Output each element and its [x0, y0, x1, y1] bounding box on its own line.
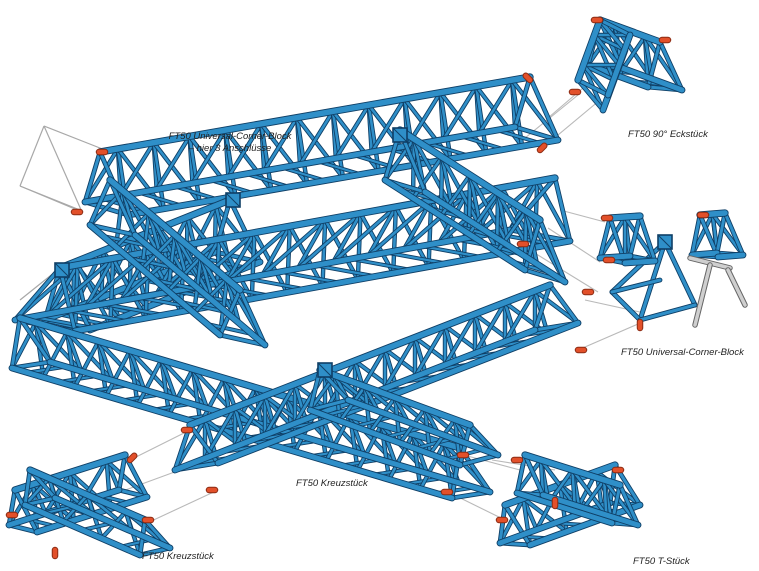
main-truss-assembly [8, 73, 582, 502]
part-universal-corner-block [609, 234, 698, 323]
label-t-stueck: FT50 T-Stück [633, 556, 690, 567]
truss-corner-descent [86, 176, 269, 349]
label-corner-block-right: FT50 Universal-Corner-Block [621, 347, 744, 358]
corner-block-icon [225, 192, 241, 208]
corner-block-icon [392, 127, 408, 143]
label-eckstueck: FT50 90° Eckstück [628, 129, 708, 140]
part-corner-arm-a [596, 212, 659, 267]
label-corner-block-top: FT50 Universal-Corner-Block – hier 3 Ans… [160, 131, 300, 155]
label-corner-block-top-title: FT50 Universal-Corner-Block [168, 131, 292, 142]
part-t-stueck-b [513, 451, 642, 529]
corner-block-icon [54, 262, 70, 278]
part-corner-arm-b [688, 209, 747, 261]
ghost-truss-outline [19, 125, 106, 301]
part-eckstueck-b [574, 16, 634, 114]
truss-right-edge [381, 126, 569, 286]
corner-block-icon [657, 234, 673, 250]
label-corner-block-top-note: – hier 3 Anschlüsse [188, 143, 272, 154]
clamp-icon [687, 255, 748, 328]
truss-top-diagonal [81, 73, 562, 219]
label-kreuzstueck-center: FT50 Kreuzstück [296, 478, 368, 489]
connector-ends [5, 16, 710, 560]
corner-block-icon [317, 362, 333, 378]
truss-lower-right [306, 366, 502, 469]
exploded-parts [5, 16, 748, 559]
label-kreuzstueck-left: FT50 Kreuzstück [142, 551, 214, 562]
part-kreuzstueck-left-b [21, 466, 174, 559]
